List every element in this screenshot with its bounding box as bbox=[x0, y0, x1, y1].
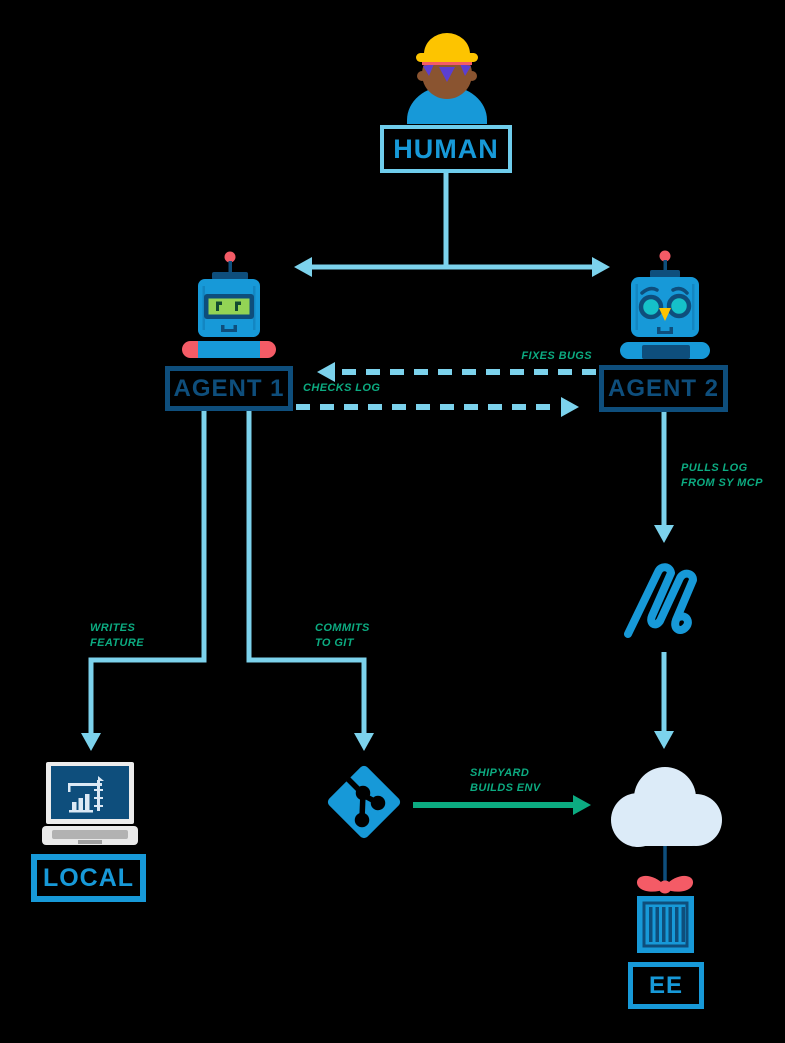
ee-node-box: EE bbox=[628, 962, 704, 1009]
human-node-box: HUMAN bbox=[380, 125, 512, 173]
commits-to-git-label: COMMITS TO GIT bbox=[315, 622, 370, 649]
cloud-icon bbox=[611, 767, 722, 847]
gift-container-icon bbox=[636, 875, 694, 953]
bow-icon bbox=[636, 875, 694, 894]
local-label: LOCAL bbox=[42, 863, 135, 892]
laptop-crane-icon bbox=[42, 762, 138, 845]
pulls-log-label: PULLS LOG FROM SY MCP bbox=[681, 462, 763, 489]
edge-shipyard-builds bbox=[413, 795, 591, 815]
ee-label: EE bbox=[648, 971, 683, 999]
shipyard-builds-label: SHIPYARD BUILDS ENV bbox=[470, 767, 541, 794]
robot-round-eyes-icon bbox=[620, 250, 710, 359]
shipyard-squiggle-logo-icon bbox=[624, 563, 697, 638]
git-diamond-icon bbox=[327, 765, 401, 839]
edge-logo-to-cloud bbox=[654, 652, 674, 749]
local-node-box: LOCAL bbox=[31, 854, 146, 902]
edge-writes-feature bbox=[81, 410, 207, 751]
construction-worker-icon bbox=[407, 33, 487, 124]
agent2-label: AGENT 2 bbox=[607, 374, 719, 402]
human-label: HUMAN bbox=[393, 133, 499, 164]
edge-commits-to-git bbox=[246, 410, 374, 751]
robot-screen-eyes-icon bbox=[182, 251, 276, 358]
fixes-bugs-label: FIXES BUGS bbox=[521, 350, 592, 362]
agent1-label: AGENT 1 bbox=[173, 374, 285, 402]
edge-human-to-agents bbox=[294, 257, 610, 277]
agent1-node-box: AGENT 1 bbox=[165, 366, 293, 411]
edge-pulls-log bbox=[654, 412, 674, 543]
edge-checks-log bbox=[296, 397, 579, 417]
crane-icon bbox=[68, 776, 104, 813]
agent2-node-box: AGENT 2 bbox=[599, 365, 728, 412]
edge-fixes-bugs bbox=[317, 362, 596, 382]
writes-feature-label: WRITES FEATURE bbox=[90, 622, 144, 649]
checks-log-label: CHECKS LOG bbox=[303, 382, 381, 394]
